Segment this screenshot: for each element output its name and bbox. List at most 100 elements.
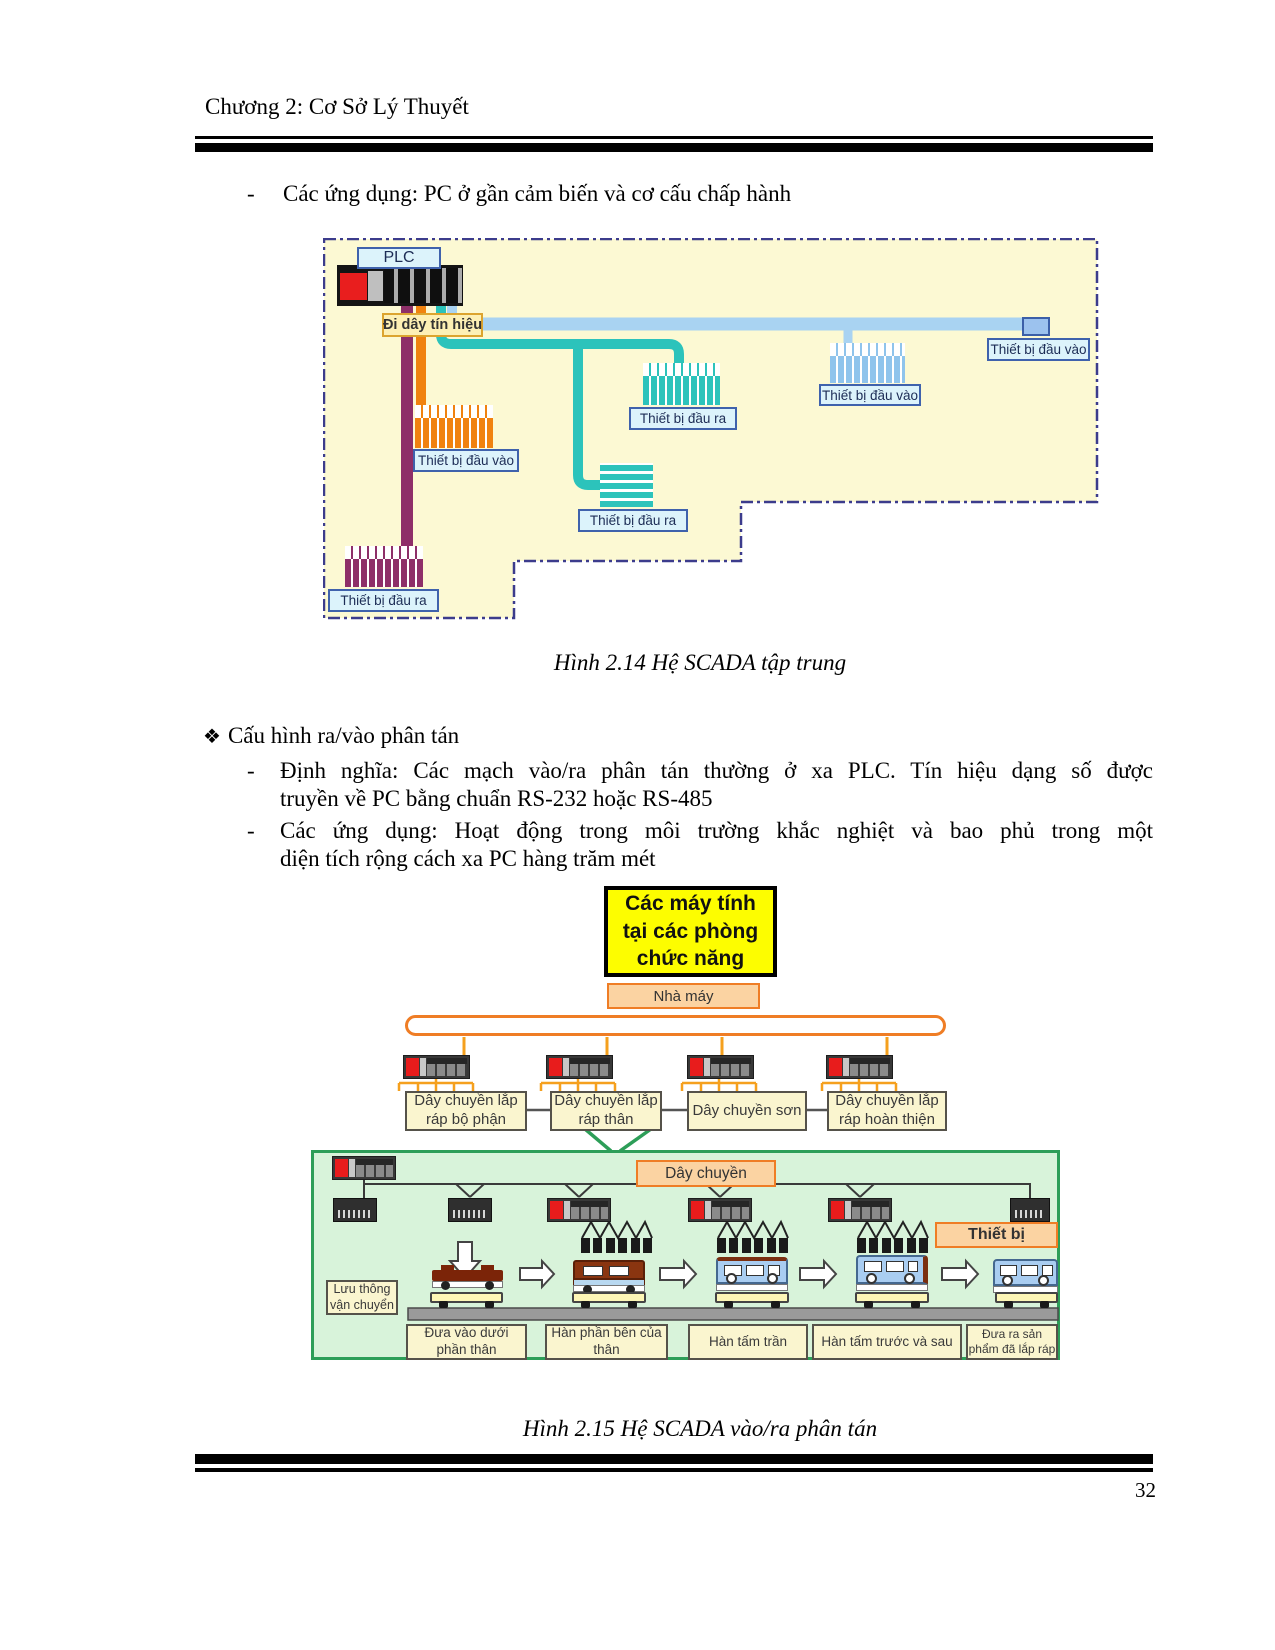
factory-network-bus [405, 1015, 946, 1036]
plc-io-modules [384, 268, 463, 303]
line-box-subassembly: Dây chuyền lắp ráp bộ phận [405, 1091, 527, 1131]
transport-line1: Lưu thông [333, 1281, 391, 1296]
wheel-icon [904, 1273, 915, 1284]
equipment-label: Thiết bị [935, 1222, 1058, 1248]
wheel-icon [767, 1273, 778, 1284]
io-station-rack-3 [547, 1198, 611, 1222]
window [746, 1265, 764, 1276]
car-body [573, 1260, 645, 1280]
io-block-caps [415, 405, 493, 418]
plc-rack-line-2 [546, 1055, 613, 1079]
window [886, 1261, 904, 1272]
rack-slits [453, 1210, 487, 1218]
section-heading-text: Cấu hình ra/vào phân tán [227, 723, 460, 748]
station-label-5: Đưa ra sản phẩm đã lắp ráp [966, 1324, 1058, 1360]
station-label-4: Hàn tấm trước và sau [812, 1324, 962, 1360]
device-label-output-maroon: Thiết bị đầu ra [328, 589, 439, 612]
car-stage-side-weld [573, 1260, 645, 1294]
station-label-2: Hàn phần bên của thân [545, 1324, 668, 1360]
line-box-final-assembly: Dây chuyền lắp ráp hoàn thiện [827, 1091, 947, 1131]
rack-slot [843, 1058, 849, 1076]
chassis [432, 1265, 503, 1281]
window [609, 1266, 629, 1276]
item2-dash: - [247, 818, 255, 843]
chapter-title: Chương 2: Cơ Sở Lý Thuyết [205, 94, 469, 119]
panel-plc-rack [332, 1156, 396, 1180]
car-stage-finished [993, 1259, 1058, 1293]
plc-rack-line-1 [403, 1055, 470, 1079]
bus-drop-lines [462, 1037, 889, 1055]
figure-scada-distributed: Các máy tính tại các phòng chức năng Nhà… [300, 880, 1065, 1370]
plc-psu-module [368, 271, 383, 301]
line-box-paint: Dây chuyền sơn [687, 1091, 807, 1131]
io-station-rack-5 [828, 1198, 892, 1222]
rack-cpu [550, 1201, 563, 1219]
rack-slot [704, 1058, 710, 1076]
wheel-icon [726, 1273, 737, 1284]
wheel-icon [866, 1273, 877, 1284]
window [908, 1261, 918, 1272]
rack-cpu [406, 1058, 419, 1076]
item2-line1: Các ứng dụng: Hoạt động trong môi trường… [280, 818, 1153, 843]
plc-rack-line-4 [826, 1055, 893, 1079]
io-comb-3 [680, 1077, 758, 1091]
rack-modules [356, 1159, 393, 1177]
rack-slot [349, 1159, 355, 1177]
io-station-rack-2 [448, 1198, 492, 1222]
transport-line2: vận chuyển [330, 1297, 394, 1312]
car-stage-panel-weld [856, 1255, 928, 1291]
io-block-caps [830, 343, 905, 356]
wheel-icon [626, 1285, 635, 1294]
wheel-icon [441, 1281, 450, 1290]
rack-modules [570, 1058, 610, 1076]
rack-slits [1015, 1210, 1045, 1218]
intro-bullet-text: Các ứng dụng: PC ở gần cảm biến và cơ cấ… [283, 181, 792, 206]
line-box-body-assembly: Dây chuyền lắp ráp thân [550, 1091, 662, 1131]
car-body [716, 1257, 788, 1284]
io-block-bars [830, 356, 905, 383]
figure2-caption: Hình 2.15 Hệ SCADA vào/ra phân tán [522, 1416, 878, 1441]
computers-line: tại các phòng [622, 919, 759, 943]
rack-slot [705, 1201, 711, 1219]
window [583, 1266, 603, 1276]
header-rule-thin [195, 136, 1153, 139]
io-comb-4 [820, 1077, 898, 1091]
function-room-computers-box: Các máy tính tại các phòng chức năng [604, 886, 777, 977]
rack-slot [420, 1058, 426, 1076]
rack-modules [852, 1201, 889, 1219]
station-label-3: Hàn tấm trần [688, 1324, 808, 1360]
io-station-rack-4 [688, 1198, 752, 1222]
station-label-1: Đưa vào dưới phần thân [406, 1324, 527, 1360]
footer-rule-thick [195, 1454, 1153, 1464]
window [864, 1261, 882, 1272]
window [1021, 1265, 1038, 1276]
rack-modules [712, 1201, 749, 1219]
car-stage-chassis [432, 1265, 503, 1290]
io-block-teal-output-lower [600, 463, 653, 507]
header-rule-thick [195, 143, 1153, 152]
io-block-teal-output-center [643, 363, 720, 405]
footer-rule-thin [195, 1468, 1153, 1472]
rack-slot [564, 1201, 570, 1219]
item2-line2: diện tích rộng cách xa PC hàng trăm mét [280, 846, 656, 871]
io-block-bars [643, 376, 720, 405]
carrier-platform [855, 1292, 929, 1308]
car-base [432, 1281, 503, 1290]
car-base [856, 1284, 928, 1291]
io-comb-2 [539, 1077, 617, 1091]
rack-slits [338, 1210, 372, 1218]
figure1-caption: Hình 2.14 Hệ SCADA tập trung [553, 650, 847, 675]
wheel-icon [1038, 1275, 1049, 1286]
signal-wiring-label: Đi dây tín hiệu [382, 313, 483, 337]
io-block-caps [345, 546, 423, 559]
io-block-bars [415, 418, 493, 448]
io-block-orange-input [415, 405, 493, 448]
io-block-maroon-output [345, 546, 423, 587]
rack-modules [427, 1058, 467, 1076]
io-station-rack-1 [333, 1198, 377, 1222]
item1-line1: Định nghĩa: Các mạch vào/ra phân tán thư… [280, 758, 1153, 783]
carrier-platform [430, 1292, 503, 1308]
